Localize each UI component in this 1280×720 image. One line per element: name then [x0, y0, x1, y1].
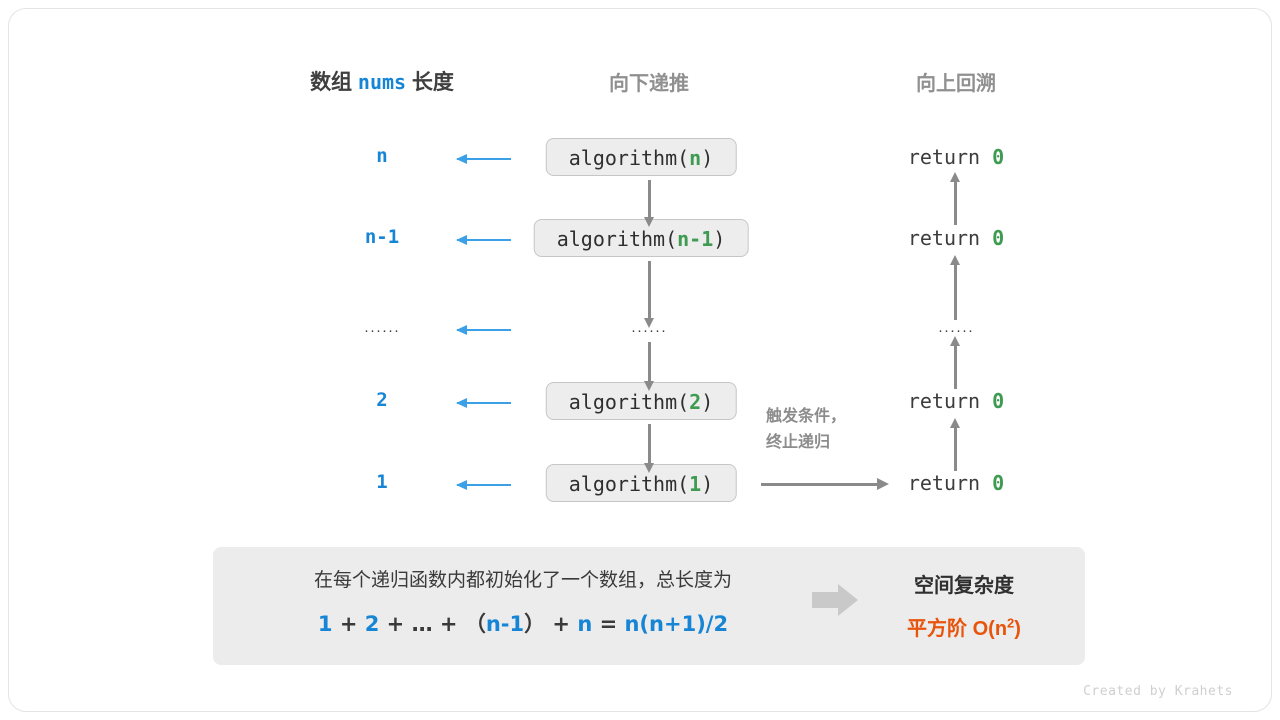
return-statement: return 0 [856, 145, 1056, 169]
summary-panel: 在每个递归函数内都初始化了一个数组，总长度为 1 + 2 + … + （n-1）… [213, 547, 1085, 665]
call-suffix: ) [701, 472, 714, 496]
call-suffix: ) [701, 390, 714, 414]
return-keyword: return [907, 471, 981, 495]
backtrack-up-arrow-icon [950, 255, 960, 320]
summary-text: 在每个递归函数内都初始化了一个数组，总长度为 [313, 570, 732, 591]
call-box: algorithm(n) [545, 138, 737, 176]
diagram-frame: 数组 nums 长度 向下递推 向上回溯 n algorithm(n) retu… [8, 8, 1272, 712]
length-label: 1 [376, 471, 388, 493]
call-prefix: algorithm( [568, 472, 690, 496]
header-array-prefix: 数组 [310, 71, 353, 94]
recursion-down-arrow-icon [644, 342, 654, 391]
backtrack-up-arrow-icon [950, 172, 960, 225]
formula-token: （ [464, 611, 486, 636]
length-arrow-icon [456, 154, 511, 164]
formula-token: n-1 [485, 611, 525, 636]
complexity-value: 平方阶 O(n2) [864, 612, 1064, 641]
termination-note: 触发条件， 终止递归 [766, 404, 886, 455]
formula-token: 1 [317, 611, 333, 636]
header-array-length: 数组 nums 长度 [249, 66, 515, 96]
length-arrow-icon [456, 325, 511, 335]
return-statement: return 0 [856, 389, 1056, 413]
formula-token: ） [524, 611, 546, 636]
complexity-base: O(n [972, 618, 1008, 640]
length-label: n-1 [364, 226, 400, 248]
termination-note-line1: 触发条件， [766, 408, 847, 425]
header-upward-backtrack: 向上回溯 [916, 73, 996, 95]
recursion-down-arrow-icon [644, 424, 654, 473]
call-argument: 2 [689, 390, 702, 414]
header-array-suffix: 长度 [411, 71, 454, 94]
formula-token: = [592, 611, 625, 636]
return-keyword: return [907, 226, 981, 250]
call-box: algorithm(2) [545, 382, 737, 420]
backtrack-up-arrow-icon [950, 418, 960, 471]
length-arrow-icon [456, 235, 511, 245]
return-keyword: return [907, 389, 981, 413]
return-ellipsis: ······ [938, 322, 974, 339]
formula-token: + [379, 611, 412, 636]
summary-formula: 1 + 2 + … + （n-1） + n = n(n+1)/2 [243, 608, 803, 638]
complexity-close: ) [1014, 618, 1021, 640]
complexity-bigo: O(n2) [972, 615, 1021, 640]
recursion-down-arrow-icon [644, 261, 654, 328]
summary-block-arrow-icon [812, 584, 858, 616]
return-statement: return 0 [856, 226, 1056, 250]
formula-token: + [545, 611, 578, 636]
formula-token: n [577, 611, 593, 636]
complexity-title: 空间复杂度 [914, 575, 1014, 597]
formula-token: 2 [364, 611, 380, 636]
call-ellipsis: ······ [631, 322, 667, 339]
header-downward-recursion: 向下递推 [609, 73, 689, 95]
length-arrow-icon [456, 480, 511, 490]
formula-token: + [432, 611, 465, 636]
formula-token: n(n+1)/2 [624, 611, 729, 636]
return-value: 0 [992, 145, 1005, 169]
header-array-code: nums [357, 70, 407, 94]
credit-watermark: Created by Krahets [1083, 684, 1233, 699]
termination-note-line2: 终止递归 [766, 433, 831, 451]
call-argument: n-1 [677, 227, 714, 251]
formula-token: + [332, 611, 365, 636]
length-label: n [376, 145, 388, 167]
complexity-exponent: 2 [1007, 615, 1015, 631]
summary-right: 空间复杂度 平方阶 O(n2) [864, 569, 1064, 641]
return-value: 0 [992, 471, 1005, 495]
formula-token: … [411, 611, 433, 636]
return-value: 0 [992, 389, 1005, 413]
length-ellipsis: ······ [364, 322, 400, 339]
call-suffix: ) [701, 146, 714, 170]
call-argument: n [689, 146, 702, 170]
complexity-label: 平方阶 [907, 618, 968, 640]
call-prefix: algorithm( [568, 390, 690, 414]
length-label: 2 [376, 389, 388, 411]
backtrack-up-arrow-icon [950, 336, 960, 389]
call-argument: 1 [689, 472, 702, 496]
call-suffix: ) [713, 227, 726, 251]
call-box: algorithm(1) [545, 464, 737, 502]
recursion-down-arrow-icon [644, 180, 654, 227]
call-prefix: algorithm( [556, 227, 678, 251]
call-prefix: algorithm( [568, 146, 690, 170]
summary-left: 在每个递归函数内都初始化了一个数组，总长度为 1 + 2 + … + （n-1）… [243, 567, 803, 638]
call-box: algorithm(n-1) [533, 219, 749, 257]
base-case-arrow-icon [761, 478, 889, 490]
return-value: 0 [992, 226, 1005, 250]
return-statement: return 0 [856, 471, 1056, 495]
length-arrow-icon [456, 398, 511, 408]
return-keyword: return [907, 145, 981, 169]
